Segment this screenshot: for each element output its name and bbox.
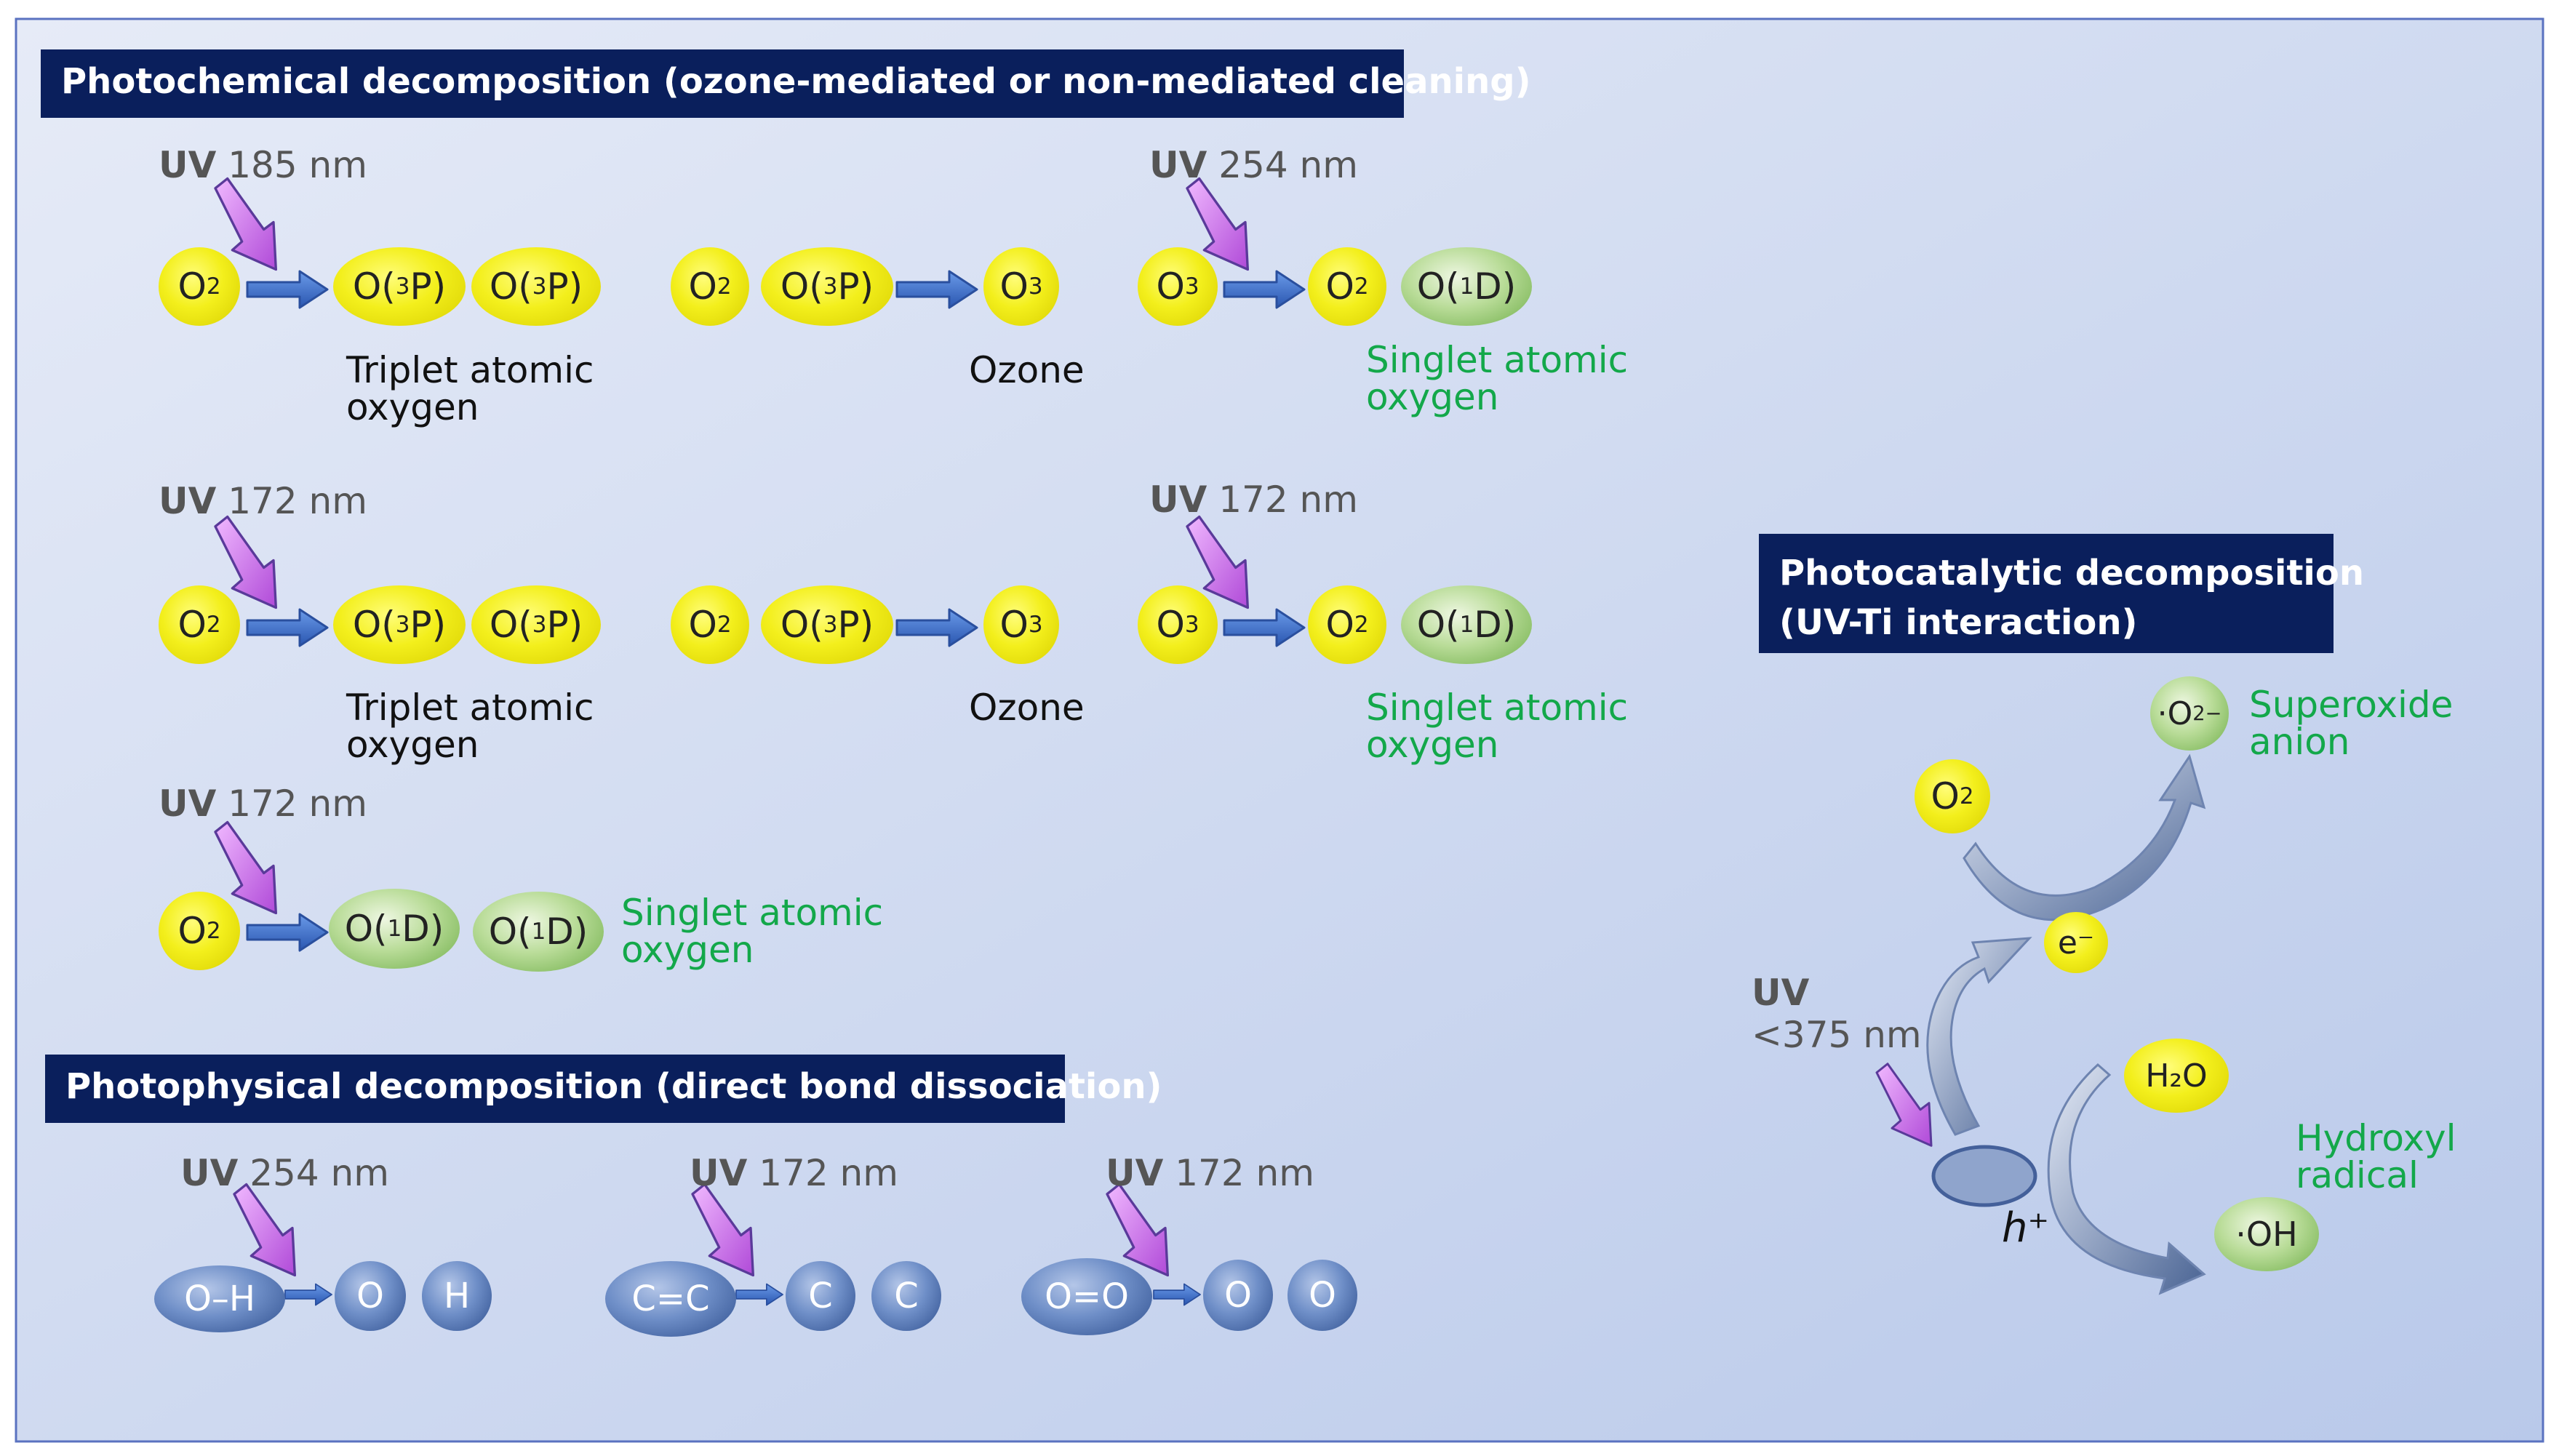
molecule-oh-bond: O–H bbox=[154, 1265, 285, 1332]
molecule-h2o: H₂O bbox=[2124, 1039, 2229, 1113]
atom-o: O bbox=[335, 1261, 406, 1331]
uv-label: UV 172 nm bbox=[690, 1152, 898, 1194]
curved-arrow bbox=[1926, 937, 2032, 1136]
uv-label: UV 172 nm bbox=[159, 783, 367, 825]
uv-label: UV 172 nm bbox=[1149, 479, 1358, 521]
photophysical-title: Photophysical decomposition (direct bond… bbox=[65, 1066, 1162, 1107]
uv-label: UV 172 nm bbox=[1106, 1152, 1314, 1194]
photocatalytic-title: Photocatalytic decomposition (UV-Ti inte… bbox=[1779, 553, 2364, 643]
uv-label: UV 254 nm bbox=[1149, 144, 1358, 186]
hole-label: h⁺ bbox=[2002, 1204, 2050, 1252]
molecule-cc-bond: C=C bbox=[605, 1261, 736, 1337]
uv-label: UV <375 nm bbox=[1752, 972, 1922, 1056]
molecule-oo-bond: O=O bbox=[1021, 1258, 1152, 1335]
curved-arrow bbox=[2047, 1063, 2206, 1295]
ozone-label: Ozone bbox=[969, 349, 1085, 391]
atom-c: C bbox=[786, 1261, 855, 1331]
photochemical-title: Photochemical decomposition (ozone-media… bbox=[61, 61, 1531, 102]
photophysical-header: Photophysical decomposition (direct bond… bbox=[45, 1055, 1162, 1123]
uv-label: UV 172 nm bbox=[159, 480, 367, 522]
atom-o: O bbox=[1288, 1260, 1357, 1331]
uv-label: UV 185 nm bbox=[159, 144, 367, 186]
atom-c: C bbox=[871, 1261, 941, 1331]
catalyst-surface bbox=[1931, 1145, 2037, 1207]
electron: e⁻ bbox=[2044, 912, 2108, 973]
molecule-hydroxyl: ·OH bbox=[2214, 1197, 2319, 1271]
atom-h: H bbox=[422, 1261, 492, 1331]
uv-label: UV 254 nm bbox=[180, 1152, 389, 1194]
atom-o: O bbox=[1203, 1260, 1273, 1331]
curved-arrow bbox=[1963, 753, 2206, 921]
ozone-label: Ozone bbox=[969, 687, 1085, 729]
photocatalytic-header: Photocatalytic decomposition (UV-Ti inte… bbox=[1759, 534, 2364, 653]
photochemical-header: Photochemical decomposition (ozone-media… bbox=[41, 49, 1531, 118]
